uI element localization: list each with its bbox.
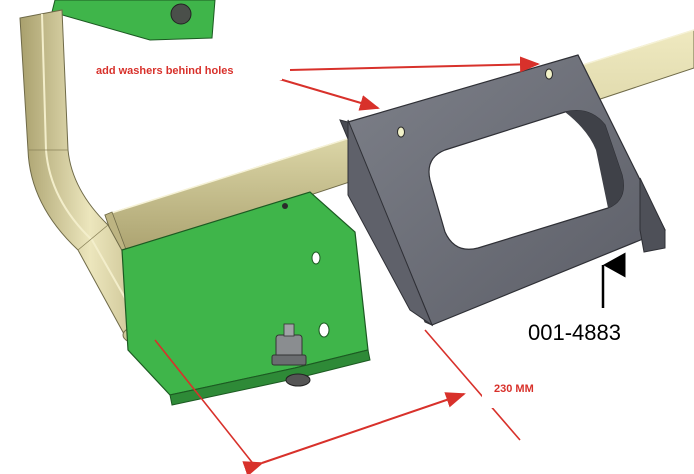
extension-line-right bbox=[424, 329, 521, 441]
dimension-line bbox=[242, 392, 466, 474]
arrow-to-right-hole bbox=[289, 56, 540, 73]
bolt-nut-icon bbox=[271, 323, 311, 387]
mount-hole bbox=[318, 322, 330, 338]
part-number-callout: 001-4883 bbox=[514, 252, 690, 352]
green-bracket bbox=[121, 191, 371, 406]
top-bracket bbox=[51, 0, 216, 41]
washer-hole bbox=[397, 126, 405, 138]
arrow-to-left-hole bbox=[275, 77, 380, 111]
gray-mounting-plate bbox=[339, 54, 666, 327]
bolt-head-icon bbox=[170, 3, 192, 25]
mount-hole bbox=[282, 203, 288, 209]
dimension-label: 230 MM bbox=[482, 372, 664, 408]
dimension-text: 230 MM bbox=[494, 383, 534, 395]
washer-hole bbox=[545, 68, 553, 80]
washer-arrows bbox=[275, 56, 540, 111]
dimension-230mm bbox=[154, 329, 521, 474]
mount-hole bbox=[311, 251, 321, 265]
washers-note-text: add washers behind holes bbox=[96, 65, 234, 77]
part-number-text: 001-4883 bbox=[528, 320, 621, 345]
washers-note: add washers behind holes bbox=[92, 60, 282, 80]
extension-line-left bbox=[154, 339, 256, 467]
cutout-shadow bbox=[565, 110, 624, 208]
